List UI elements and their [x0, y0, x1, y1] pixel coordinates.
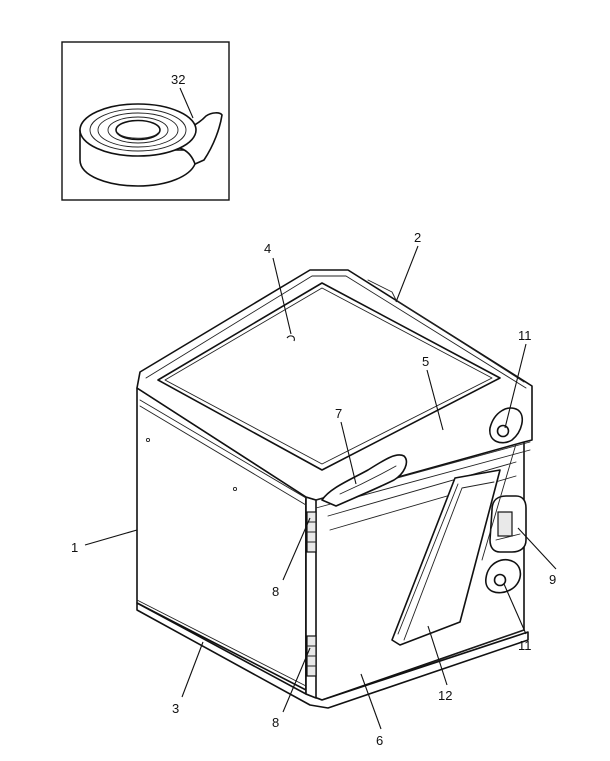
callout-4: 4 — [264, 241, 271, 256]
lid-top-panel — [157, 282, 501, 471]
callout-32: 32 — [171, 72, 185, 87]
leader-8-bottom — [282, 647, 311, 713]
callout-12: 12 — [438, 688, 452, 703]
leader-lines — [84, 245, 557, 730]
callout-11-bottom: 11 — [518, 638, 532, 653]
leader-8-top — [282, 517, 311, 581]
leader-1 — [84, 529, 138, 546]
callout-2: 2 — [414, 230, 421, 245]
callout-5: 5 — [422, 354, 429, 369]
callout-labels: 4 2 11 5 7 1 8 9 11 3 8 12 6 — [71, 230, 556, 748]
leader-6 — [360, 673, 382, 730]
lid-handle — [321, 454, 408, 507]
leader-9 — [517, 527, 557, 570]
inset-detail: 32 — [61, 41, 230, 201]
storage-case — [136, 269, 533, 709]
callout-8-bottom: 8 — [272, 715, 279, 730]
callout-3: 3 — [172, 701, 179, 716]
callout-1: 1 — [71, 540, 78, 555]
leader-5 — [426, 369, 444, 431]
leader-12 — [427, 625, 448, 686]
latch-button — [497, 511, 513, 537]
leader-11-bottom — [503, 583, 527, 635]
tape-roll — [79, 103, 223, 187]
callout-8-top: 8 — [272, 584, 279, 599]
callout-6: 6 — [376, 733, 383, 748]
leader-7 — [340, 421, 357, 485]
callout-9: 9 — [549, 572, 556, 587]
leader-2 — [395, 245, 419, 303]
callout-7: 7 — [335, 406, 342, 421]
leader-11-top — [504, 343, 527, 429]
callout-11-top: 11 — [518, 328, 532, 343]
leader-4 — [272, 257, 292, 335]
leader-32 — [179, 87, 194, 119]
leader-3 — [181, 641, 204, 698]
